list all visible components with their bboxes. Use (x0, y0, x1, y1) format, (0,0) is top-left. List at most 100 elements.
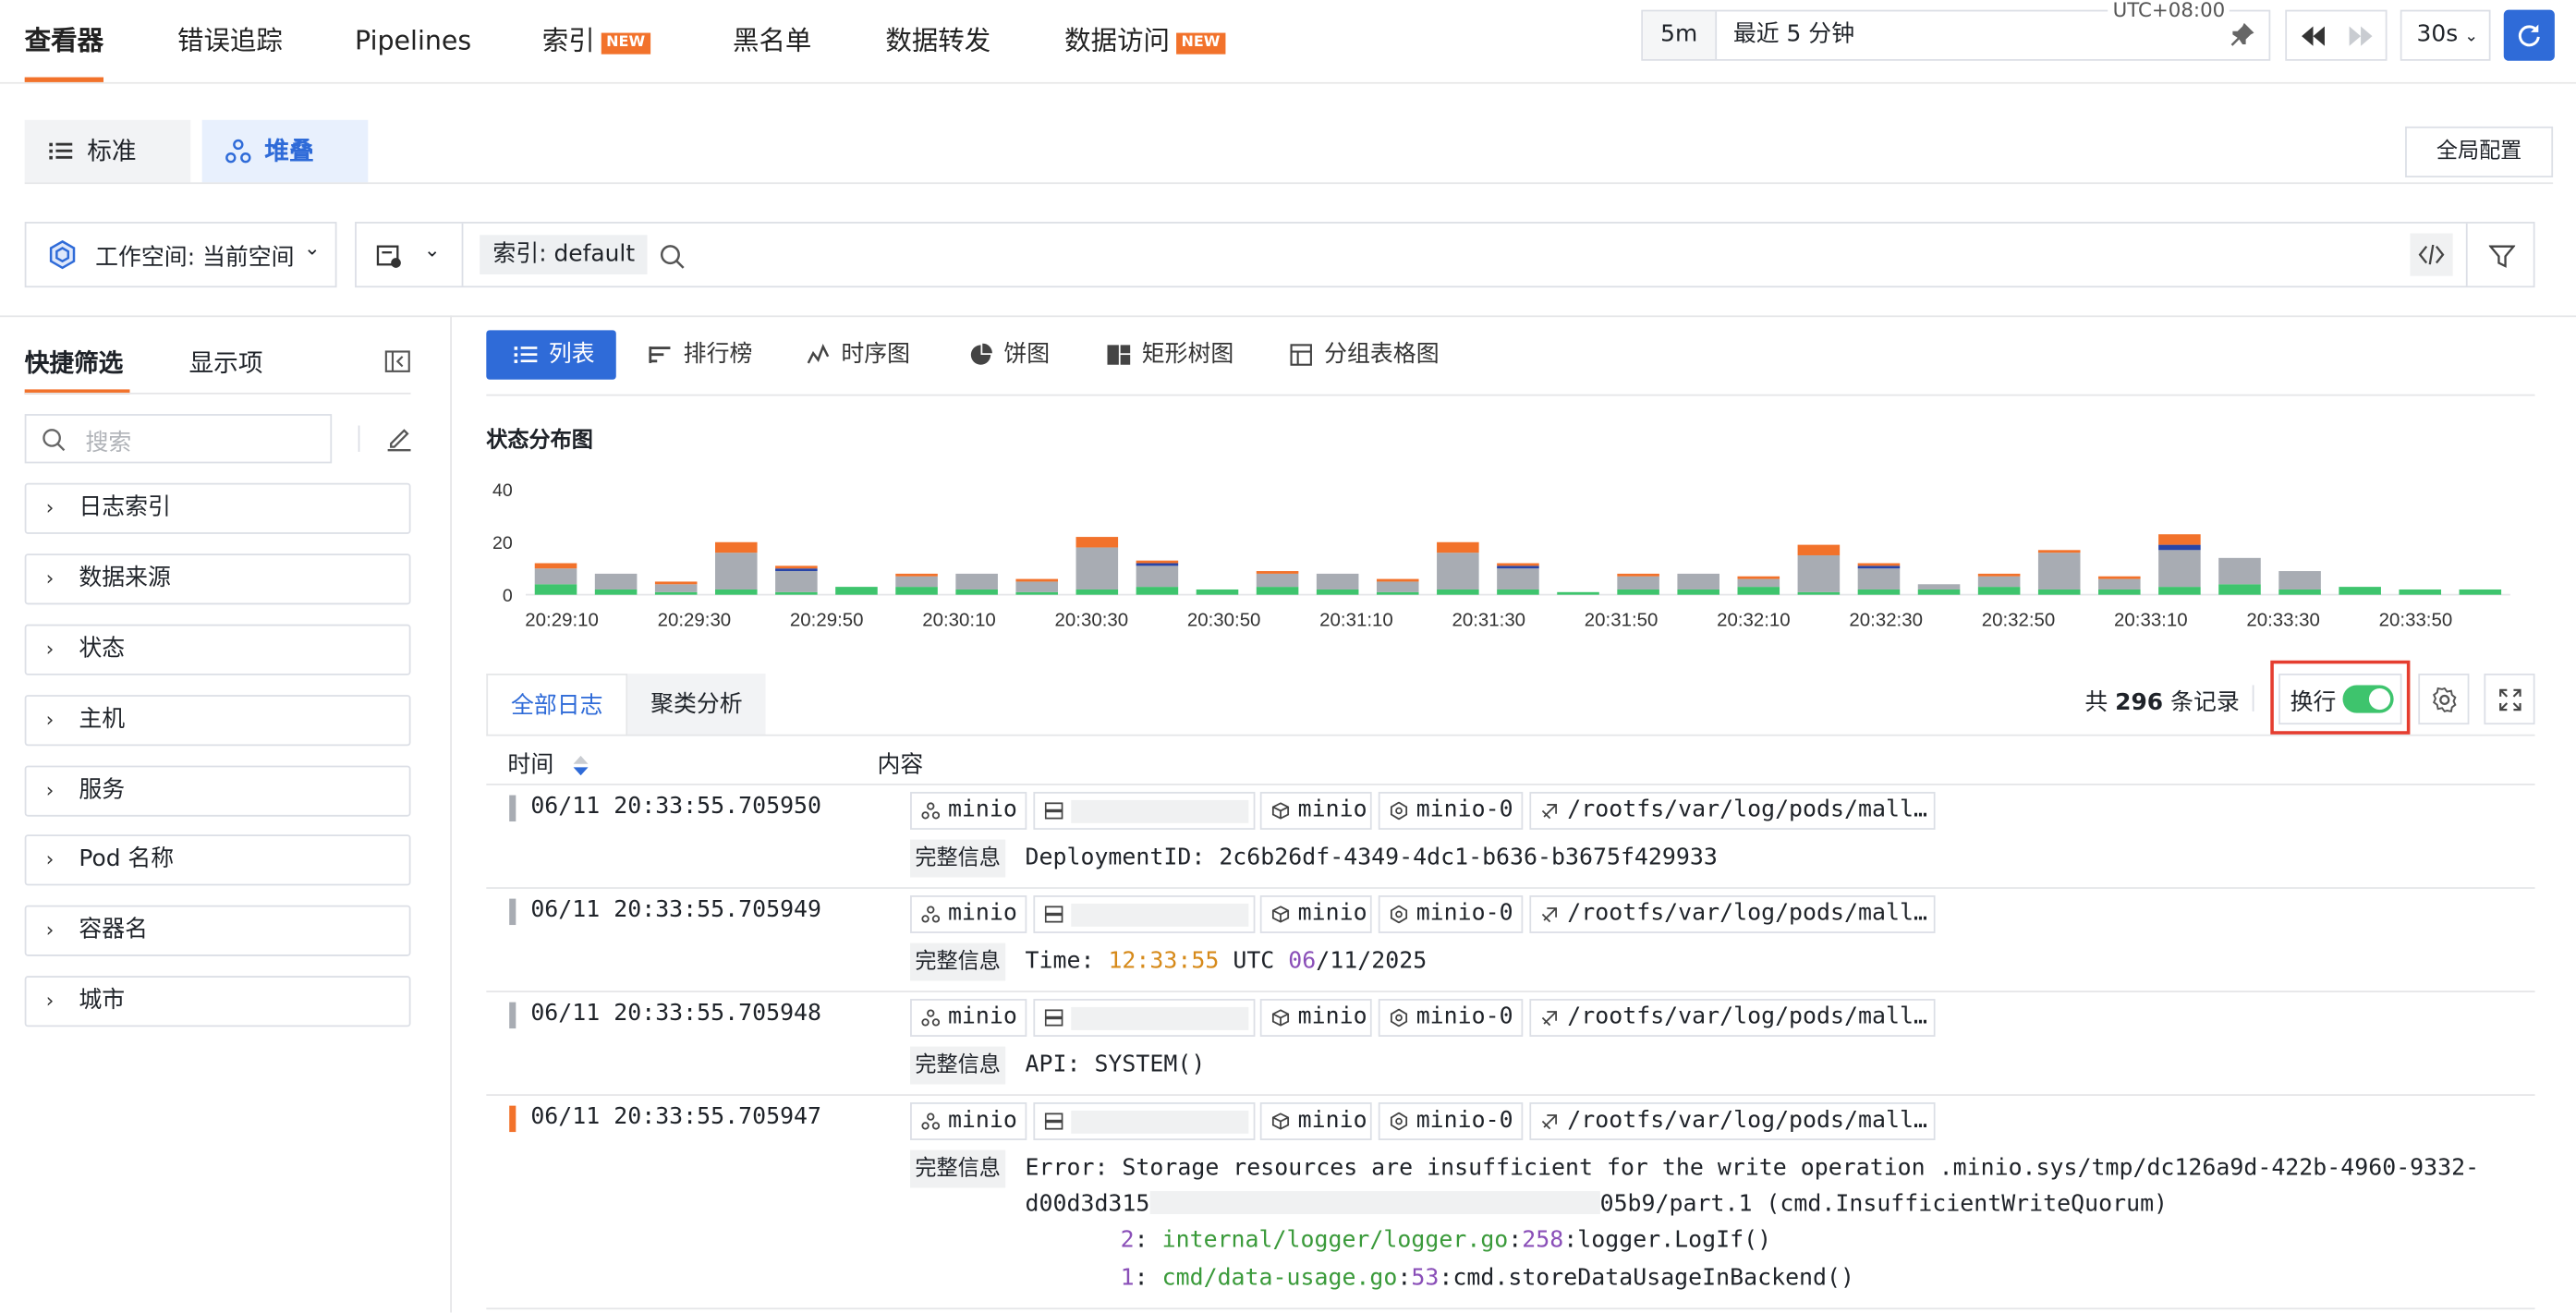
tag-service[interactable]: minio (910, 1102, 1027, 1140)
bar-segment-error (534, 563, 577, 569)
tag-host[interactable] (1033, 895, 1256, 933)
x-tick-label: 20:29:50 (790, 609, 864, 630)
settings-button[interactable] (2418, 674, 2470, 725)
row-time: 06/11 20:33:55.705947 (530, 1103, 822, 1131)
sidebar-tab-quick-filter[interactable]: 快捷筛选 (24, 347, 124, 378)
global-config-button[interactable]: 全局配置 (2405, 126, 2554, 178)
forward-icon[interactable] (2348, 25, 2374, 48)
nav-tab-blacklist[interactable]: 黑名单 (733, 24, 812, 56)
facet-log-index[interactable]: ›日志索引 (24, 482, 411, 534)
view-tab-pie[interactable]: 饼图 (942, 330, 1050, 379)
bar-segment-ok (1015, 591, 1059, 595)
bar-segment-ok (2037, 589, 2081, 595)
view-tab-list[interactable]: 列表 (486, 330, 616, 380)
time-nav-buttons (2285, 9, 2388, 61)
column-header-time[interactable]: 时间 (507, 748, 589, 781)
bar-segment-info (715, 553, 758, 590)
view-tab-treemap[interactable]: 矩形树图 (1079, 330, 1233, 379)
pie-chart-icon (970, 343, 992, 365)
tag-pod[interactable]: minio-0 (1378, 792, 1524, 830)
sidebar-tab-display-items[interactable]: 显示项 (188, 347, 263, 378)
facet-search-input[interactable]: 搜索 (24, 414, 333, 464)
time-preset[interactable]: 5m (1643, 11, 1718, 60)
edit-icon[interactable] (386, 426, 412, 452)
tag-host[interactable] (1033, 999, 1256, 1037)
refresh-button[interactable] (2503, 9, 2555, 61)
tag-namespace[interactable]: minio (1259, 792, 1372, 830)
tag-source-path[interactable]: /rootfs/var/log/pods/mall… (1529, 792, 1936, 830)
log-text: d00d3d315 (1025, 1191, 1150, 1218)
tag-host[interactable] (1033, 1102, 1256, 1140)
list-icon (514, 346, 538, 363)
log-text: 05b9/part.1 (cmd.InsufficientWriteQuorum… (1599, 1191, 2169, 1218)
view-tab-timeseries[interactable]: 时序图 (779, 330, 910, 379)
tag-host[interactable] (1033, 792, 1256, 830)
tag-source-path[interactable]: /rootfs/var/log/pods/mall… (1529, 999, 1936, 1037)
bar-segment-info (955, 573, 998, 590)
facet-status[interactable]: ›状态 (24, 624, 411, 675)
refresh-interval-select[interactable]: 30s ⌄ (2400, 9, 2491, 61)
facet-label: 主机 (79, 706, 126, 734)
redacted-value (1071, 799, 1249, 823)
view-tab-toplist[interactable]: 排行榜 (621, 330, 752, 379)
collapse-sidebar-icon[interactable] (384, 350, 410, 373)
full-info-label: 完整信息 (910, 1046, 1006, 1085)
data-source-icon[interactable] (376, 243, 402, 269)
tag-namespace[interactable]: minio (1259, 1102, 1372, 1140)
chevron-right-icon: › (45, 495, 55, 519)
facet-service[interactable]: ›服务 (24, 765, 411, 817)
workspace-select[interactable]: 工作空间: 当前空间 ⌄ (24, 222, 337, 288)
refresh-interval-value: 30s (2416, 21, 2459, 48)
filter-icon[interactable] (2488, 243, 2516, 269)
chevron-right-icon: › (45, 918, 55, 942)
tag-source-path[interactable]: /rootfs/var/log/pods/mall… (1529, 895, 1936, 933)
bar-segment-info (775, 571, 818, 592)
facet-container-name[interactable]: ›容器名 (24, 905, 411, 956)
x-tick-label: 20:32:50 (1982, 609, 2056, 630)
chevron-down-icon: ⌄ (2464, 28, 2479, 46)
facet-city[interactable]: ›城市 (24, 976, 411, 1027)
mode-tab-standard[interactable]: 标准 (24, 119, 191, 183)
pin-icon[interactable] (2230, 21, 2255, 47)
x-tick-label: 20:29:10 (525, 609, 599, 630)
wrap-toggle[interactable]: 换行 (2278, 674, 2402, 725)
facet-pod-name[interactable]: ›Pod 名称 (24, 834, 411, 886)
nav-tab-pipelines[interactable]: Pipelines (355, 24, 472, 56)
sort-icon[interactable] (574, 755, 589, 776)
tag-pod[interactable]: minio-0 (1378, 1102, 1524, 1140)
view-tab-label: 饼图 (1003, 341, 1051, 369)
redacted-value (1071, 1006, 1249, 1030)
facet-host[interactable]: ›主机 (24, 695, 411, 747)
tag-pod[interactable]: minio-0 (1378, 895, 1524, 933)
tag-source-path[interactable]: /rootfs/var/log/pods/mall… (1529, 1102, 1936, 1140)
code-mode-button[interactable] (2410, 233, 2453, 276)
mode-tab-stacked[interactable]: 堆叠 (201, 119, 369, 183)
rewind-icon[interactable] (2300, 25, 2326, 48)
nav-tab-data-forward[interactable]: 数据转发 (885, 24, 991, 56)
time-range-picker[interactable]: 5m 最近 5 分钟 (1641, 9, 2271, 61)
tag-service[interactable]: minio (910, 895, 1027, 933)
tag-namespace[interactable]: minio (1259, 999, 1372, 1037)
chevron-down-icon[interactable]: ⌄ (423, 237, 441, 261)
nav-tab-error-tracking[interactable]: 错误追踪 (177, 24, 283, 56)
expand-icon (2499, 688, 2521, 711)
wrap-switch[interactable] (2342, 685, 2394, 713)
facet-data-source[interactable]: ›数据来源 (24, 553, 411, 605)
tag-namespace[interactable]: minio (1259, 895, 1372, 933)
tag-service[interactable]: minio (910, 792, 1027, 830)
fullscreen-button[interactable] (2484, 674, 2535, 725)
tag-service[interactable]: minio (910, 999, 1027, 1037)
log-tab-cluster[interactable]: 聚类分析 (627, 674, 766, 736)
log-tab-all[interactable]: 全部日志 (486, 674, 628, 736)
service-icon (921, 1112, 941, 1130)
index-tag[interactable]: 索引: default (480, 235, 649, 274)
nav-tab-explorer[interactable]: 查看器 (24, 23, 104, 82)
view-tab-group-table[interactable]: 分组表格图 (1262, 330, 1440, 379)
view-tab-label: 列表 (548, 341, 595, 369)
bar-segment-ok (1497, 589, 1539, 595)
frame-function: logger.LogIf() (1577, 1227, 1772, 1254)
tag-pod[interactable]: minio-0 (1378, 999, 1524, 1037)
